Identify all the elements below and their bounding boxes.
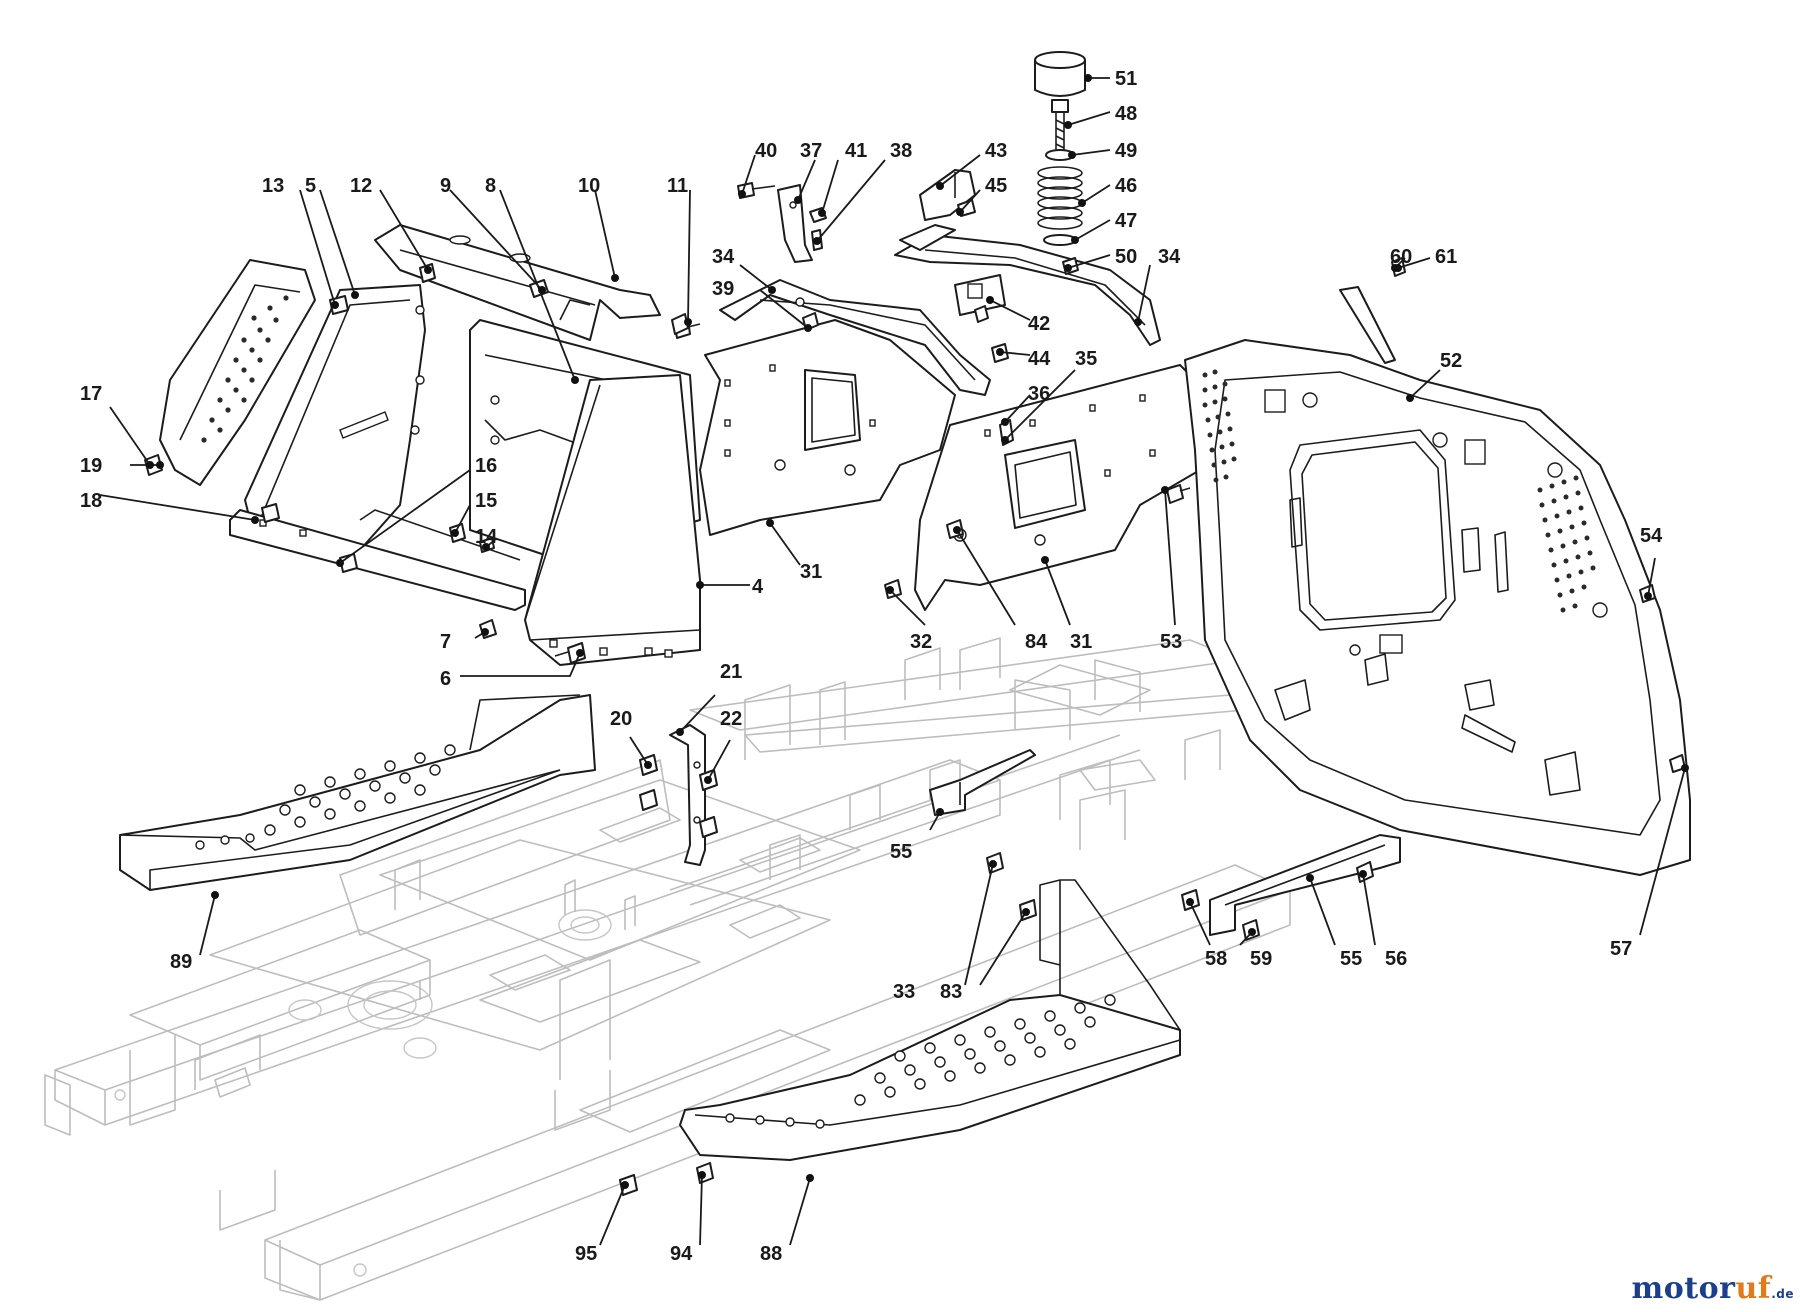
callout-55-left: 55 (890, 841, 912, 863)
brand-main: motor (1631, 1271, 1736, 1306)
part-52-perforation-left (1202, 369, 1237, 483)
callout-47: 47 (1115, 210, 1137, 232)
callout-37: 37 (800, 140, 822, 162)
part-88-right-footplate (679, 879, 1181, 1161)
part-37-bracket (777, 184, 813, 263)
part-55-small-bracket (929, 749, 1036, 816)
callout-12: 12 (350, 175, 372, 197)
part-34-left-bracket (719, 279, 991, 396)
callout-51: 51 (1115, 68, 1137, 90)
callout-88: 88 (760, 1243, 782, 1265)
callout-7: 7 (440, 631, 451, 653)
callout-22: 22 (720, 708, 742, 730)
part-34-right-bracket (894, 224, 1161, 346)
callout-52: 52 (1440, 350, 1462, 372)
callout-21: 21 (720, 661, 742, 683)
callout-40: 40 (755, 140, 777, 162)
part-89-left-footplate (119, 694, 596, 891)
part-89-dot-pattern (195, 744, 456, 850)
callout-4: 4 (752, 576, 764, 598)
part-14-bottom-bar (229, 509, 526, 611)
callout-57: 57 (1610, 938, 1632, 960)
part-17-dot-pattern (201, 295, 289, 443)
callout-6: 6 (440, 668, 451, 690)
callout-56: 56 (1385, 948, 1407, 970)
callout-10: 10 (578, 175, 600, 197)
callout-8: 8 (485, 175, 496, 197)
callout-19: 19 (80, 455, 102, 477)
brand-logo: motoruf.de (1632, 1271, 1794, 1306)
callout-58: 58 (1205, 948, 1227, 970)
callout-42: 42 (1028, 313, 1050, 335)
callout-20: 20 (610, 708, 632, 730)
part-42-plate (954, 274, 1006, 316)
callout-46: 46 (1115, 175, 1137, 197)
callout-34-right: 34 (1158, 246, 1181, 268)
callout-50: 50 (1115, 246, 1137, 268)
callout-60: 60 (1390, 246, 1412, 268)
part-52-perforation-right (1537, 475, 1596, 613)
part-46-spring (1037, 166, 1083, 230)
callout-17: 17 (80, 383, 102, 405)
callout-33: 33 (893, 981, 915, 1003)
callout-16: 16 (475, 455, 497, 477)
callout-48: 48 (1115, 103, 1137, 125)
callout-18: 18 (80, 490, 102, 512)
part-10-top-bracket (374, 224, 661, 341)
callout-38: 38 (890, 140, 912, 162)
callout-35: 35 (1075, 348, 1097, 370)
part-17-side-pad (159, 259, 316, 486)
part-52-rear-panel (1184, 339, 1691, 876)
callout-labels: 51 48 49 46 47 50 34 43 45 40 37 41 38 1… (80, 68, 1663, 1265)
callout-31-right: 31 (1070, 631, 1092, 653)
callout-61: 61 (1435, 246, 1457, 268)
callout-59: 59 (1250, 948, 1272, 970)
part-51-rubber-cap (1034, 51, 1086, 97)
callout-5: 5 (305, 175, 316, 197)
callout-45: 45 (985, 175, 1007, 197)
callout-94: 94 (670, 1243, 693, 1265)
callout-15: 15 (475, 490, 497, 512)
callout-36: 36 (1028, 383, 1050, 405)
part-55-rear-bracket (1209, 834, 1401, 936)
callout-43: 43 (985, 140, 1007, 162)
callout-89: 89 (170, 951, 192, 973)
part-21-strap (669, 724, 706, 866)
callout-83: 83 (940, 981, 962, 1003)
callout-39: 39 (712, 278, 734, 300)
callout-55-right: 55 (1340, 948, 1362, 970)
callout-95: 95 (575, 1243, 597, 1265)
callout-54: 54 (1640, 525, 1663, 547)
ghost-chassis-frame (44, 637, 1291, 1301)
leader-lines (99, 77, 1686, 1246)
callout-11: 11 (667, 175, 688, 197)
brand-suffix: .de (1771, 1287, 1794, 1301)
callout-41: 41 (845, 140, 867, 162)
callout-53: 53 (1160, 631, 1182, 653)
callout-9: 9 (440, 175, 451, 197)
callout-13: 13 (262, 175, 284, 197)
part-60-strap (1339, 286, 1396, 364)
brand-accent: uf (1735, 1271, 1772, 1306)
callout-14: 14 (475, 526, 498, 548)
part-31-left-panel (699, 319, 956, 536)
leader-dots (146, 74, 1689, 1189)
callout-34-left: 34 (712, 246, 735, 268)
callout-49: 49 (1115, 140, 1137, 162)
part-31-right-panel (914, 364, 1201, 611)
callout-44: 44 (1028, 348, 1051, 370)
part-48-bolt (1051, 99, 1069, 150)
callout-32: 32 (910, 631, 932, 653)
part-4-front-shroud (524, 374, 701, 666)
callout-84: 84 (1025, 631, 1048, 653)
callout-31-left: 31 (800, 561, 822, 583)
part-88-dot-pattern (725, 994, 1116, 1129)
